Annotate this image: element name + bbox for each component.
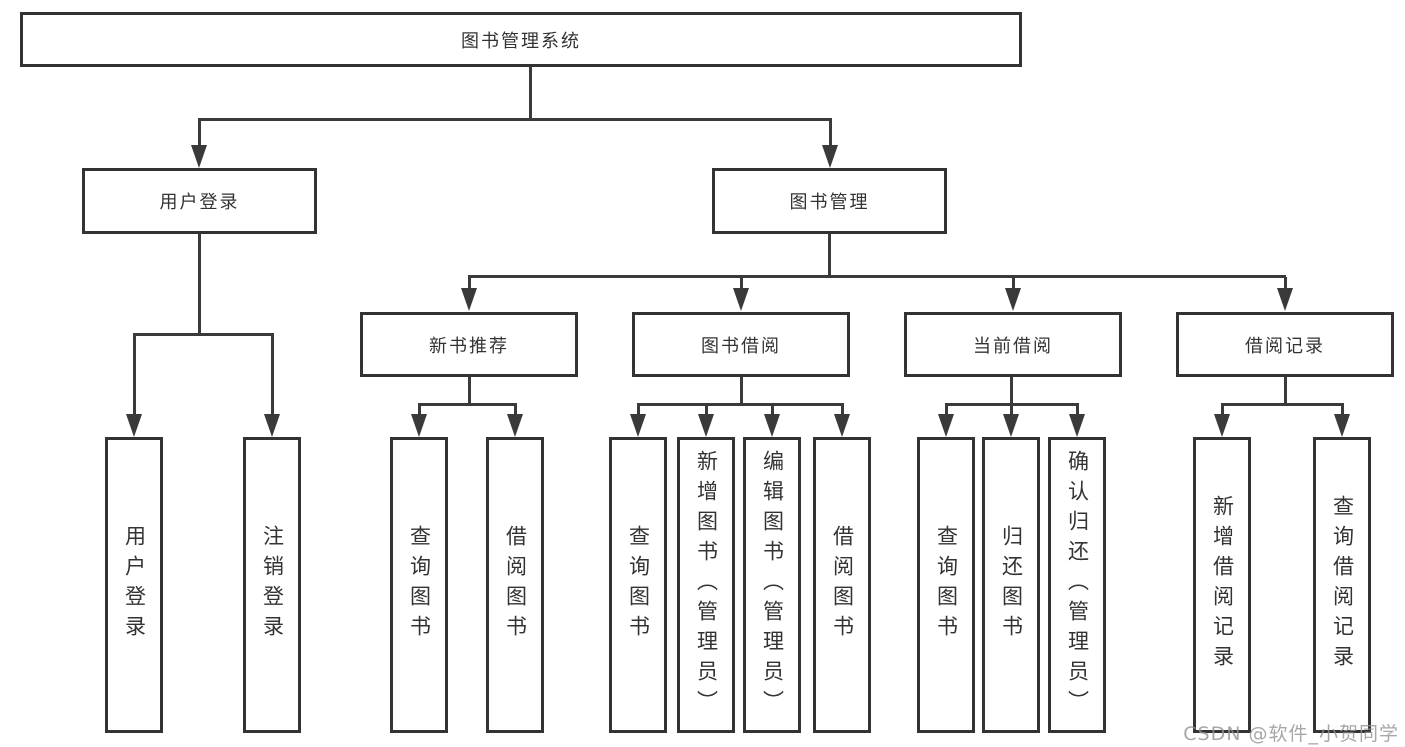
leaf-confirm-return-admin: 确认归还（管理员） [1048,437,1106,733]
arrow-down-icon [126,414,142,437]
connector-userlogin-stem [198,234,201,335]
leaf-query-books-recommend-label: 查询图书 [407,525,432,645]
node-book-borrow-label: 图书借阅 [701,335,781,357]
connector-current-stem [1010,377,1013,404]
arrow-down-icon [411,414,427,437]
leaf-add-borrow-record-label: 新增借阅记录 [1210,495,1235,675]
arrow-down-icon [461,288,477,311]
node-book-management: 图书管理 [712,168,947,234]
node-book-borrow: 图书借阅 [632,312,850,377]
leaf-user-login: 用户登录 [105,437,163,733]
arrow-down-icon [834,414,850,437]
connector-recommend-stem [468,377,471,404]
leaf-borrow-books-label: 借阅图书 [830,525,855,645]
node-book-management-label: 图书管理 [789,192,870,213]
connector-borrow-drop-2 [705,405,708,415]
connector-bookmgmt-drop-4 [1284,277,1287,288]
connector-bookmgmt-stem [828,234,831,277]
arrow-down-icon [264,414,280,437]
leaf-query-borrow-record-label: 查询借阅记录 [1330,495,1355,675]
node-root-label: 图书管理系统 [461,30,581,52]
leaf-add-book-admin-label: 新增图书（管理员） [694,450,719,720]
leaf-return-book-label: 归还图书 [999,525,1024,645]
leaf-edit-book-admin: 编辑图书（管理员） [743,437,801,733]
connector-bookmgmt-drop-2 [740,277,743,288]
connector-recommend-drop-2 [514,405,517,415]
arrow-down-icon [1334,414,1350,437]
connector-userlogin-bus [133,333,274,336]
leaf-query-books-current-label: 查询图书 [934,525,959,645]
leaf-query-books-borrow-label: 查询图书 [626,525,651,645]
arrow-down-icon [1003,414,1019,437]
watermark: CSDN @软件_小贺同学 [1183,723,1399,745]
connector-userlogin-drop-2 [271,335,274,415]
connector-bookmgmt-drop-3 [1012,277,1015,288]
connector-root-drop-left [198,120,201,146]
connector-records-bus [1221,403,1344,406]
connector-recommend-bus [418,403,517,406]
connector-bookmgmt-drop-1 [468,277,471,288]
connector-current-drop-1 [945,405,948,415]
arrow-down-icon [733,288,749,311]
connector-records-drop-2 [1341,405,1344,415]
arrow-down-icon [630,414,646,437]
node-borrow-records: 借阅记录 [1176,312,1394,377]
arrow-down-icon [1277,288,1293,311]
connector-current-drop-3 [1076,405,1079,415]
arrow-down-icon [822,145,838,168]
node-borrow-records-label: 借阅记录 [1245,335,1325,357]
connector-root-stem [529,67,532,120]
arrow-down-icon [507,414,523,437]
connector-borrow-drop-1 [637,405,640,415]
leaf-user-login-label: 用户登录 [122,525,147,645]
leaf-borrow-books-recommend-label: 借阅图书 [503,525,528,645]
leaf-add-borrow-record: 新增借阅记录 [1193,437,1251,733]
arrow-down-icon [1069,414,1085,437]
leaf-query-books-current: 查询图书 [917,437,975,733]
leaf-edit-book-admin-label: 编辑图书（管理员） [760,450,785,720]
connector-root-bus [198,118,832,121]
leaf-query-books-borrow: 查询图书 [609,437,667,733]
connector-bookmgmt-bus [468,275,1286,278]
node-new-book-recommend: 新书推荐 [360,312,578,377]
arrow-down-icon [191,145,207,168]
connector-recommend-drop-1 [418,405,421,415]
connector-records-stem [1284,377,1287,404]
connector-userlogin-drop-1 [133,335,136,415]
arrow-down-icon [698,414,714,437]
leaf-return-book: 归还图书 [982,437,1040,733]
node-root: 图书管理系统 [20,12,1022,67]
connector-current-bus [945,403,1079,406]
connector-records-drop-1 [1221,405,1224,415]
node-current-borrow: 当前借阅 [904,312,1122,377]
node-current-borrow-label: 当前借阅 [973,335,1053,357]
leaf-add-book-admin: 新增图书（管理员） [677,437,735,733]
connector-current-drop-2 [1010,405,1013,415]
arrow-down-icon [1005,288,1021,311]
arrow-down-icon [764,414,780,437]
connector-borrow-drop-3 [771,405,774,415]
node-new-book-recommend-label: 新书推荐 [429,335,509,357]
arrow-down-icon [1214,414,1230,437]
leaf-confirm-return-admin-label: 确认归还（管理员） [1065,450,1090,720]
leaf-query-borrow-record: 查询借阅记录 [1313,437,1371,733]
connector-borrow-drop-4 [841,405,844,415]
node-user-login-label: 用户登录 [159,192,240,213]
connector-borrow-stem [740,377,743,404]
connector-root-drop-right [829,120,832,146]
arrow-down-icon [938,414,954,437]
connector-borrow-bus [637,403,844,406]
leaf-borrow-books-recommend: 借阅图书 [486,437,544,733]
leaf-logout: 注销登录 [243,437,301,733]
leaf-query-books-recommend: 查询图书 [390,437,448,733]
leaf-borrow-books: 借阅图书 [813,437,871,733]
leaf-logout-label: 注销登录 [260,525,285,645]
node-user-login: 用户登录 [82,168,317,234]
